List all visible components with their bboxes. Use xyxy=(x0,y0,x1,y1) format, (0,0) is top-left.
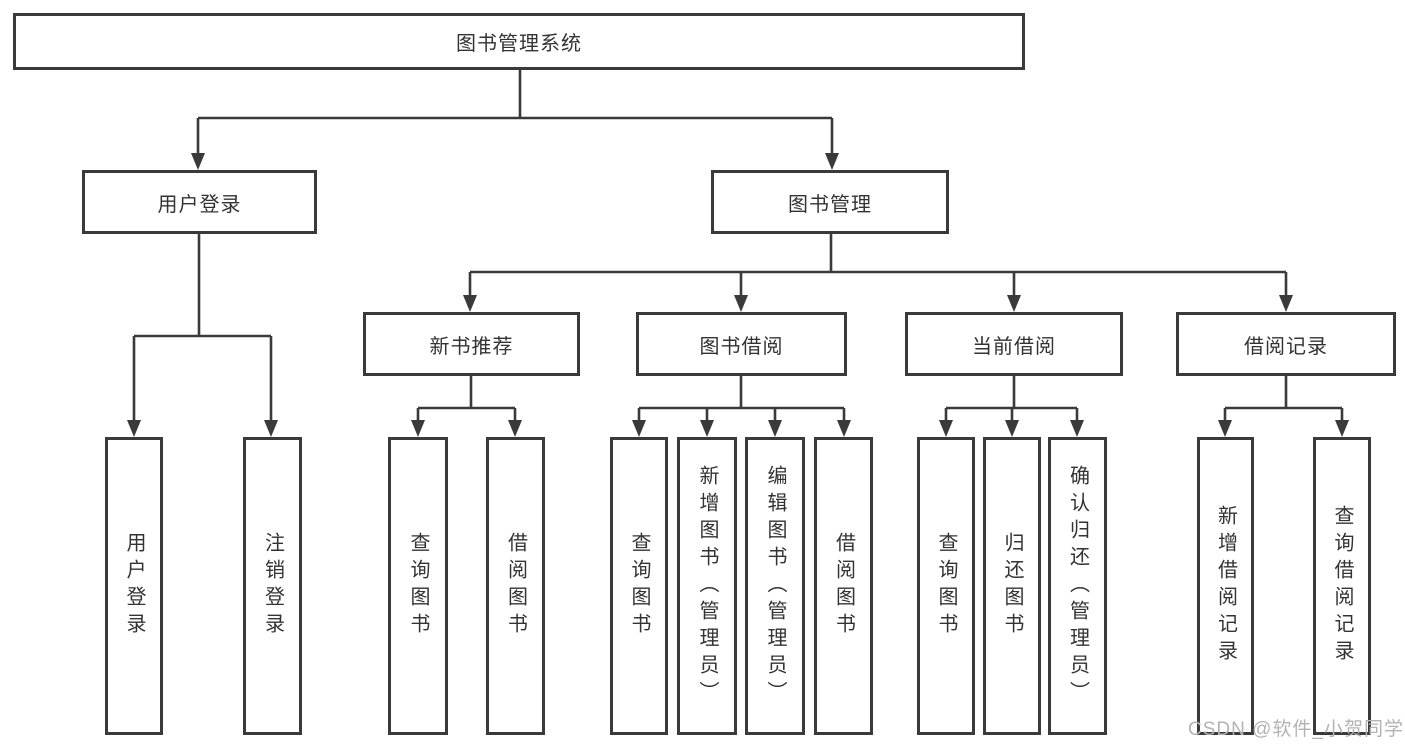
leaf-newbook-borrow-books: 借阅图书 xyxy=(486,437,545,735)
node-root-label: 图书管理系统 xyxy=(456,33,582,55)
leaf-borrow-query-books: 查询图书 xyxy=(610,437,668,735)
node-user-login: 用户登录 xyxy=(82,170,317,234)
arrow-icon xyxy=(734,295,748,312)
node-new-book-recommend: 新书推荐 xyxy=(363,312,580,376)
node-book-management: 图书管理 xyxy=(711,170,949,234)
arrow-icon xyxy=(700,420,714,437)
leaf-logout-label: 注销登录 xyxy=(261,532,284,640)
leaf-user-login: 用户登录 xyxy=(105,437,163,735)
node-new-book-recommend-label: 新书推荐 xyxy=(429,335,514,358)
leaf-current-confirm-return-admin-label: 确认归还（管理员） xyxy=(1066,464,1089,708)
leaf-newbook-query-books-label: 查询图书 xyxy=(407,532,429,640)
leaf-current-query-books: 查询图书 xyxy=(917,437,975,735)
leaf-records-query-record: 查询借阅记录 xyxy=(1313,437,1371,735)
leaf-records-query-record-label: 查询借阅记录 xyxy=(1331,505,1353,667)
leaf-newbook-query-books: 查询图书 xyxy=(388,437,448,735)
leaf-current-return-books: 归还图书 xyxy=(983,437,1041,735)
node-current-borrow: 当前借阅 xyxy=(905,312,1123,376)
node-book-borrow-label: 图书借阅 xyxy=(699,335,784,358)
arrow-icon xyxy=(837,420,851,437)
arrow-icon xyxy=(1218,420,1232,437)
arrow-icon xyxy=(1335,420,1349,437)
arrow-icon xyxy=(1007,295,1021,312)
node-current-borrow-label: 当前借阅 xyxy=(972,335,1056,358)
connector-root-split xyxy=(196,69,834,155)
arrow-icon xyxy=(939,420,953,437)
node-book-borrow: 图书借阅 xyxy=(636,312,847,376)
node-book-management-label: 图书管理 xyxy=(788,193,872,216)
arrow-icon xyxy=(264,420,278,437)
node-root: 图书管理系统 xyxy=(13,13,1025,70)
leaf-user-login-label: 用户登录 xyxy=(123,532,145,640)
leaf-current-confirm-return-admin: 确认归还（管理员） xyxy=(1048,437,1107,735)
arrow-icon xyxy=(191,153,205,170)
node-user-login-label: 用户登录 xyxy=(157,193,242,216)
leaf-borrow-borrow-books-label: 借阅图书 xyxy=(832,532,855,640)
leaf-borrow-edit-books-admin-label: 编辑图书（管理员） xyxy=(764,464,786,708)
leaf-borrow-add-books-admin-label: 新增图书（管理员） xyxy=(696,464,718,708)
connector-current-borrow-split xyxy=(944,375,1079,422)
connector-book-mgmt-split xyxy=(468,233,1288,297)
arrow-icon xyxy=(1279,295,1293,312)
connector-book-borrow-split xyxy=(637,375,846,422)
leaf-borrow-query-books-label: 查询图书 xyxy=(628,532,650,640)
node-borrow-records-label: 借阅记录 xyxy=(1244,335,1328,358)
csdn-watermark: CSDN @软件_小贺同学 xyxy=(1188,719,1404,740)
arrow-icon xyxy=(411,420,425,437)
connector-borrow-records-split xyxy=(1223,375,1344,422)
arrow-icon xyxy=(127,420,141,437)
leaf-newbook-borrow-books-label: 借阅图书 xyxy=(504,532,527,640)
leaf-borrow-edit-books-admin: 编辑图书（管理员） xyxy=(745,437,805,735)
arrow-icon xyxy=(463,295,477,312)
arrow-icon xyxy=(768,420,782,437)
connector-lines xyxy=(132,69,1344,422)
node-borrow-records: 借阅记录 xyxy=(1176,312,1396,376)
arrow-icon xyxy=(825,153,839,170)
arrow-icon xyxy=(632,420,646,437)
leaf-borrow-borrow-books: 借阅图书 xyxy=(814,437,873,735)
leaf-current-query-books-label: 查询图书 xyxy=(935,532,957,640)
leaf-borrow-add-books-admin: 新增图书（管理员） xyxy=(677,437,737,735)
leaf-current-return-books-label: 归还图书 xyxy=(1001,532,1023,640)
leaf-records-add-record: 新增借阅记录 xyxy=(1197,437,1254,735)
arrow-icon xyxy=(1005,420,1019,437)
leaf-logout: 注销登录 xyxy=(243,437,302,735)
arrowheads xyxy=(127,153,1349,437)
leaf-records-add-record-label: 新增借阅记录 xyxy=(1214,505,1237,667)
arrow-icon xyxy=(508,420,522,437)
arrow-icon xyxy=(1070,420,1084,437)
connector-user-login-split xyxy=(132,233,273,422)
connector-new-book-split xyxy=(416,375,517,422)
